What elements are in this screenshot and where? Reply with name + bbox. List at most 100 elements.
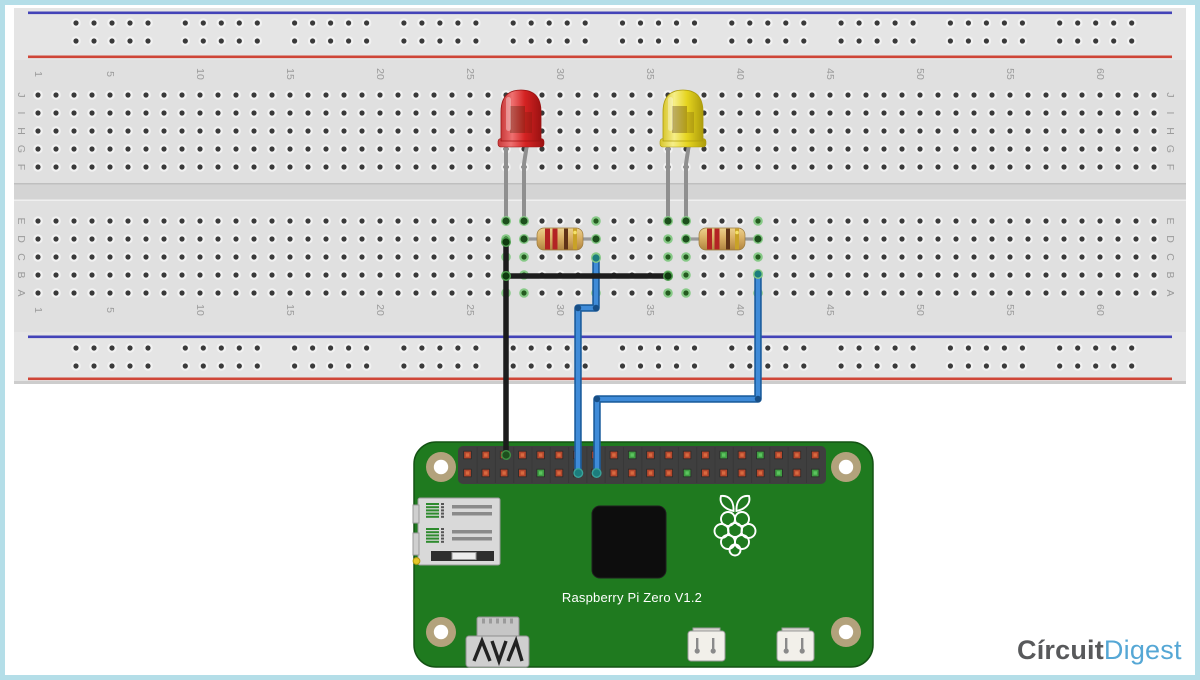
breadboard-label: F [15,164,27,170]
wire-cap [754,235,762,243]
wire-cap [593,469,601,477]
breadboard-label: C [1164,253,1176,261]
breadboard-label: G [15,145,27,153]
breadboard-label: H [1164,127,1176,135]
breadboard-label: 5 [104,71,116,77]
breadboard-circuit-svg: 1155101015152020252530303535404045455050… [14,8,1186,668]
breadboard-label: 20 [374,304,386,316]
logo-circuit-text: Círcuit [1017,635,1104,665]
breadboard-label: H [15,127,27,135]
wire-cap [664,217,672,225]
wire-cap [682,217,690,225]
breadboard-label: 45 [824,304,836,316]
wire-cap [592,254,600,262]
breadboard-label: E [1164,217,1176,224]
wire-bend-point [754,395,762,403]
breadboard-label: 10 [194,68,206,80]
breadboard-label: 55 [1004,304,1016,316]
blue-gpio-wire-1 [574,255,600,473]
breadboard-label: 25 [464,68,476,80]
breadboard-label: I [1164,112,1176,115]
resistor-1 [519,227,601,251]
wire-bend-point [592,304,600,312]
resistor-band [735,228,739,250]
led-indicator [412,557,421,565]
breadboard-label: E [15,217,27,224]
wire-cap [502,272,510,280]
breadboard-label: 1 [32,307,44,313]
breadboard-label: D [1164,235,1176,243]
resistor-band [726,228,730,250]
wire-cap [754,270,762,278]
led-bulb [662,89,704,142]
breadboard-label: 10 [194,304,206,316]
resistor-2 [681,227,763,251]
circuitdigest-logo: CírcuitDigest [1017,635,1182,666]
breadboard-label: A [15,289,27,296]
breadboard-label: G [1164,145,1176,153]
wire-cap [574,469,582,477]
center-channel [14,183,1186,201]
breadboard-label: J [15,92,27,97]
wire-bend-point [593,395,601,403]
wire-bend-point [574,304,582,312]
raspberry-pi-logo-icon [713,494,757,557]
wire-cap [520,235,528,243]
breadboard-label: 45 [824,68,836,80]
bottom-rail-blue-line [28,335,1172,339]
breadboard-label: 35 [644,304,656,316]
resistor-band [545,228,550,250]
wire-cap [502,217,510,225]
wire-cap [664,272,672,280]
breadboard-label: 40 [734,304,746,316]
breadboard-label: D [15,235,27,243]
breadboard: 1155101015152020252530303535404045455050… [14,8,1186,384]
resistor-band [552,228,558,250]
breadboard-label: 1 [32,71,44,77]
wire-cap [520,217,528,225]
top-rail-red-line [28,55,1172,59]
breadboard-label: 30 [554,68,566,80]
resistor-band [714,228,720,250]
blue-gpio-wire-2 [593,271,762,473]
breadboard-label: 40 [734,68,746,80]
resistor-band [573,228,577,250]
breadboard-label: I [15,112,27,115]
breadboard-label: 30 [554,304,566,316]
breadboard-label: B [1164,271,1176,278]
breadboard-label: 60 [1094,304,1106,316]
breadboard-label: 35 [644,68,656,80]
raspberry-pi-zero-board [412,441,874,668]
breadboard-label: F [1164,164,1176,170]
breadboard-label: C [15,253,27,261]
breadboard-label: J [1164,92,1176,97]
breadboard-label: 50 [914,68,926,80]
breadboard-label: 15 [284,68,296,80]
sd-card-slot [412,497,501,566]
breadboard-label: 5 [104,307,116,313]
bottom-rail-red-line [28,377,1172,381]
micro-usb-port-2 [776,627,815,662]
breadboard-label: 50 [914,304,926,316]
breadboard-label: A [1164,289,1176,296]
wire-cap [502,238,510,246]
mini-hdmi-port [465,616,530,668]
resistor-band [564,228,568,250]
breadboard-label: 60 [1094,68,1106,80]
soc-chip [591,505,667,579]
breadboard-label: 15 [284,304,296,316]
resistor-band [707,228,712,250]
led-bulb [500,89,542,142]
breadboard-label: 20 [374,68,386,80]
red-led [497,89,545,226]
top-rail-blue-line [28,11,1172,15]
wire-cap [682,235,690,243]
breadboard-label: B [15,271,27,278]
yellow-led [659,89,707,226]
gpio-header [458,446,826,484]
pi-board-label: Raspberry Pi Zero V1.2 [561,590,703,605]
breadboard-label: 55 [1004,68,1016,80]
wire-cap [502,451,510,459]
micro-usb-port-1 [687,627,726,662]
